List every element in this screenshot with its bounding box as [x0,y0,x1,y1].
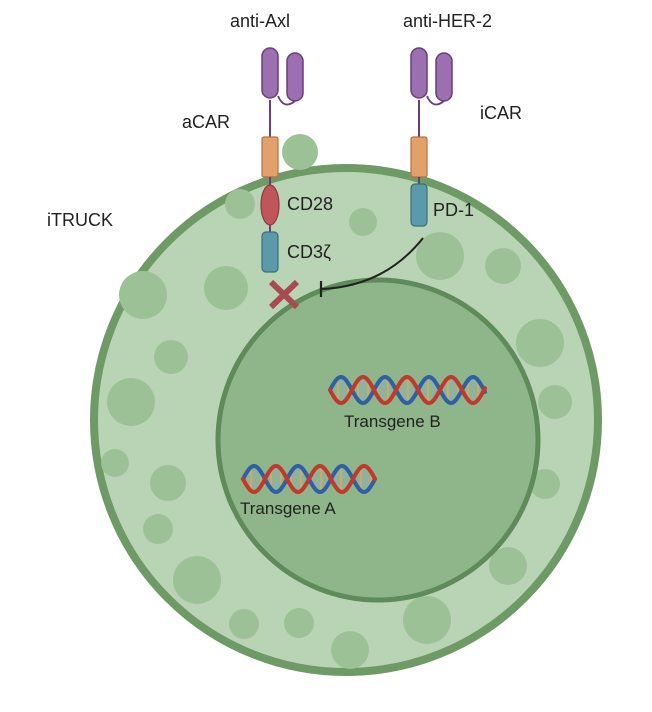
dna-icon [241,463,377,495]
acar-scfv-heavy [261,47,279,99]
acar-target-label: anti-Axl [230,11,290,31]
icar-label: iCAR [480,103,522,123]
pd1-label: PD-1 [433,200,474,220]
transgene-a-label: Transgene A [240,499,336,518]
dna-icon [328,374,487,406]
cytoplasm-vesicles [101,134,572,669]
icar-hinge [410,136,428,178]
pd1-domain [410,183,428,227]
nucleus [215,277,541,603]
cd28-label: CD28 [287,194,333,214]
cd3z-domain [261,231,279,273]
transgene-b-label: Transgene B [344,412,441,431]
acar-hinge [261,136,279,178]
icar-target-label: anti-HER-2 [403,11,492,31]
icar-receptor [410,47,453,227]
cd3z-label: CD3ζ [287,242,331,262]
icar-scfv-heavy [410,47,428,99]
block-x-icon [268,279,300,310]
cell-label: iTRUCK [47,210,113,230]
icar-scfv-light [435,52,453,102]
acar-label: aCAR [182,112,230,132]
acar-scfv-light [286,52,304,102]
cd28-domain [260,184,280,226]
acar-receptor [260,47,304,273]
inhibition-arrow-icon [319,237,424,297]
